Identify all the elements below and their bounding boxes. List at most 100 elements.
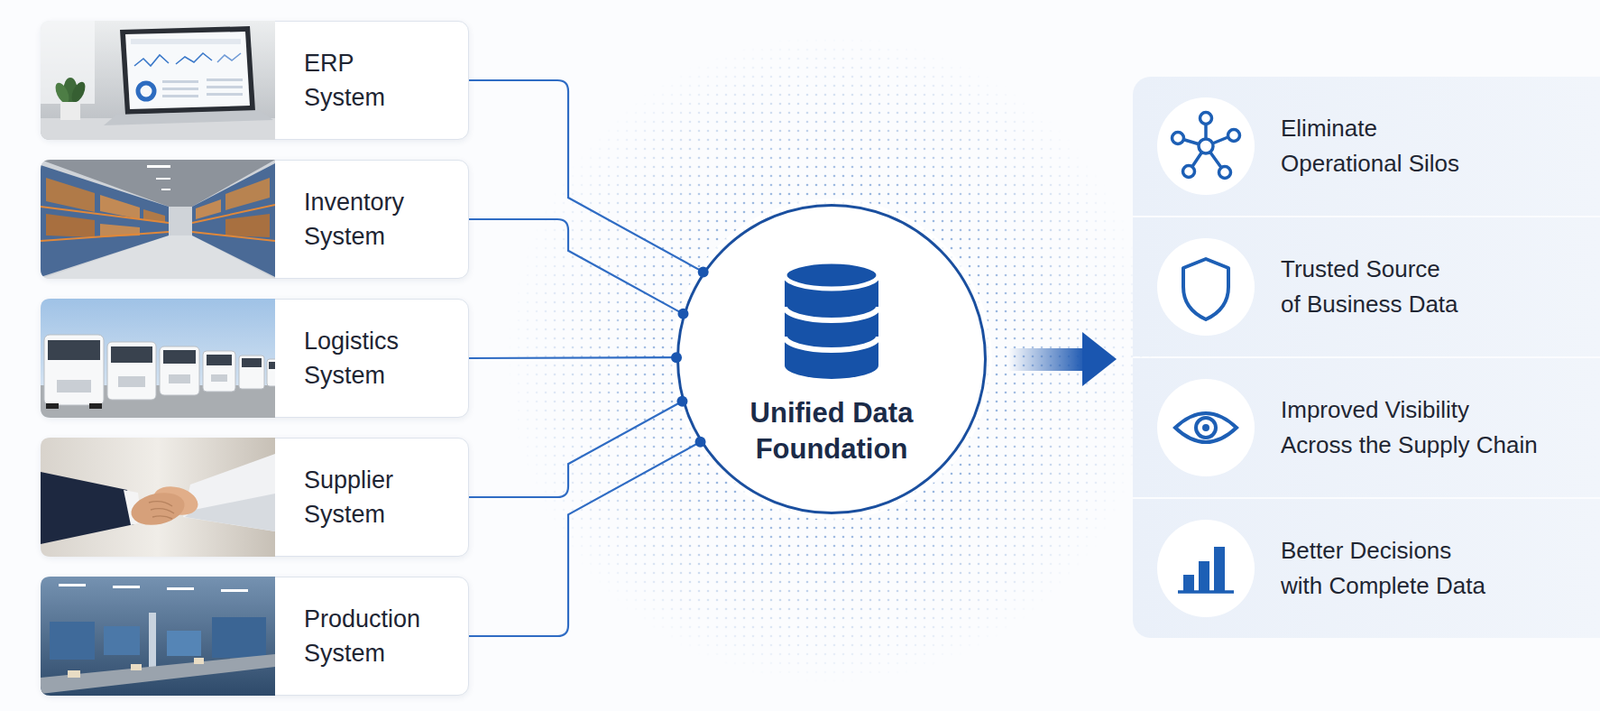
factory-back	[40, 576, 276, 696]
connector-dot	[695, 436, 707, 448]
flow-arrow-head	[1082, 331, 1117, 387]
truck-cab	[44, 334, 104, 405]
machine	[49, 621, 95, 660]
connector-path	[468, 219, 683, 314]
hand	[150, 481, 202, 520]
laptop-frame	[119, 26, 256, 115]
database-top	[784, 261, 879, 289]
connector-dot	[677, 308, 689, 320]
flow-arrow-shaft	[1008, 348, 1086, 371]
system-label: Inventory System	[303, 184, 405, 254]
benefit-row: Improved Visibility Across the Supply Ch…	[1132, 358, 1600, 497]
screen-row	[162, 94, 199, 98]
truck-grille	[118, 376, 146, 387]
ceiling-light	[147, 165, 171, 168]
connector-dot	[676, 395, 688, 407]
connector-path	[468, 441, 701, 636]
shirt-sleeve	[183, 453, 276, 532]
screen-header	[130, 38, 241, 45]
desk	[40, 118, 276, 140]
connector-dot	[698, 266, 709, 277]
machine	[166, 630, 202, 656]
icon-circle	[1157, 97, 1255, 195]
benefit-label: Eliminate Operational Silos	[1280, 110, 1498, 182]
plant-leaf	[68, 80, 88, 105]
box	[45, 213, 95, 238]
connector-line	[468, 395, 688, 497]
connector-path	[468, 356, 677, 359]
laptop-screen	[125, 31, 250, 110]
truck-grille	[211, 374, 228, 382]
dotted-halo	[506, 34, 1157, 684]
screen-chart	[134, 55, 169, 66]
icon-circle	[1157, 378, 1255, 477]
ground	[40, 385, 276, 418]
ceiling-light	[220, 588, 249, 592]
network-node	[1219, 166, 1232, 179]
plant-leaf	[52, 81, 72, 106]
database-ring	[784, 306, 879, 321]
truck-cab	[159, 346, 200, 396]
truck-cab	[107, 341, 157, 400]
truck-windshield	[163, 349, 196, 364]
trucks-photo	[40, 298, 287, 418]
connector-line	[468, 351, 682, 363]
benefit-row: Eliminate Operational Silos	[1132, 76, 1600, 216]
truck-wheel	[45, 403, 59, 409]
blurred-back	[40, 437, 276, 557]
hub-label: Unified Data Foundation	[696, 395, 967, 468]
shelf-beam	[192, 231, 276, 241]
suit-sleeve	[40, 471, 135, 544]
shelf-beam	[40, 206, 169, 223]
connector-line	[468, 436, 707, 636]
connector-line	[468, 219, 689, 320]
shelf-rack	[40, 165, 169, 277]
system-label: ERP System	[303, 45, 386, 115]
network-node	[1200, 112, 1213, 125]
system-card: Inventory System	[40, 159, 469, 279]
warehouse-back	[40, 159, 276, 279]
network-node	[1172, 132, 1185, 145]
benefit-label: Better Decisions with Complete Data	[1280, 533, 1516, 604]
database-icon	[784, 261, 879, 379]
production-photo	[40, 576, 276, 696]
system-card: ERP System	[40, 20, 469, 140]
system-card: Supplier System	[40, 437, 469, 557]
box	[100, 194, 140, 220]
database-body	[784, 275, 879, 379]
bar	[1213, 546, 1225, 591]
column	[148, 612, 157, 667]
warehouse-floor	[40, 235, 276, 279]
shirt-cuff	[123, 489, 142, 525]
conveyor-item	[130, 663, 142, 671]
finger-lines	[148, 501, 175, 519]
network-node	[1228, 129, 1241, 142]
icon-circle	[1157, 519, 1255, 617]
benefit-label: Trusted Source of Business Data	[1280, 251, 1498, 322]
ceiling-light	[58, 583, 86, 587]
shelf-rack	[192, 163, 276, 277]
connector-dot	[671, 351, 682, 363]
ceiling-light	[161, 188, 171, 191]
conveyor	[40, 653, 276, 694]
truck-windshield	[268, 361, 286, 369]
warehouse-photo	[40, 159, 276, 279]
truck-wheel	[89, 403, 102, 409]
shelf-beam	[192, 204, 276, 223]
truck-windshield	[241, 358, 262, 368]
screen-row	[206, 85, 243, 89]
truck-grille	[56, 379, 92, 393]
hub-circle: Unified Data Foundation	[676, 203, 987, 515]
ceiling-light	[156, 177, 171, 180]
truck-cab	[239, 355, 265, 389]
handshake-photo	[40, 437, 276, 557]
eye-pupil	[1202, 423, 1210, 432]
screen-row	[206, 78, 243, 82]
bar	[1183, 574, 1195, 591]
network-node	[1198, 138, 1214, 154]
icon-circle	[1157, 238, 1255, 336]
network-links	[1181, 121, 1231, 169]
box	[100, 223, 140, 238]
conveyor-item	[193, 657, 204, 664]
window-light	[40, 20, 95, 104]
